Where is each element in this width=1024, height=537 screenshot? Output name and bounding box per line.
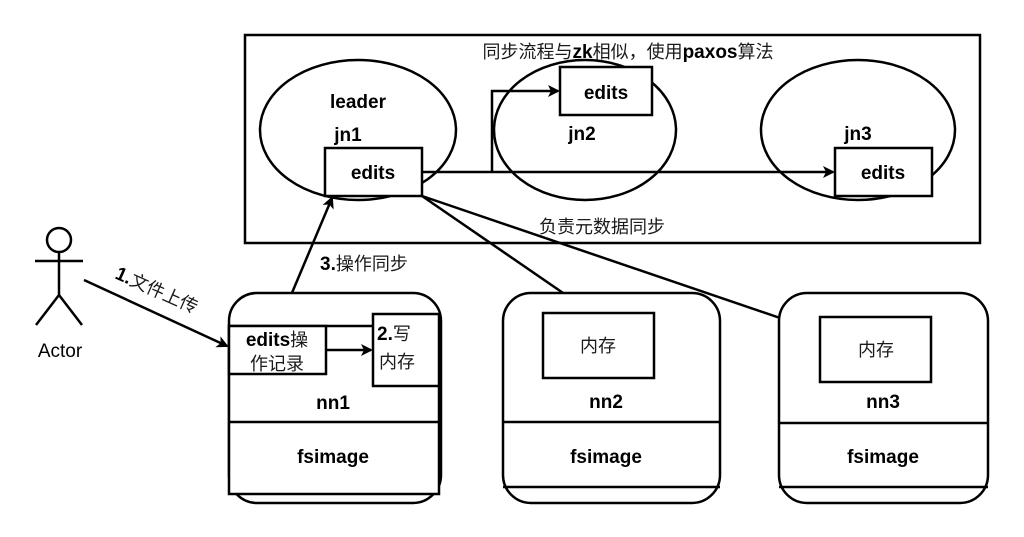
step3-label: 3.操作同步: [320, 254, 408, 275]
cluster-caption: 负责元数据同步: [539, 217, 665, 238]
nn3-memory-box[interactable]: [818, 315, 933, 384]
nn1-edits-label-line1: edits操: [246, 330, 308, 351]
actor-label: Actor: [38, 341, 83, 362]
nn2-memory-box[interactable]: [541, 311, 656, 380]
arrow-jn1-to-nn2: [421, 194, 584, 308]
nn3-label: nn3: [866, 392, 900, 413]
jn1-edits-label: edits: [351, 163, 395, 184]
jn3-edits-label: edits: [861, 163, 905, 184]
nn1-memory-box[interactable]: [371, 312, 441, 388]
jn2-edits-label: edits: [584, 83, 628, 104]
nn1-fsimage-label: fsimage: [297, 447, 369, 468]
nn2-fsimage-label: fsimage: [570, 447, 642, 468]
nn1-label: nn1: [316, 393, 350, 414]
journal-node-jn1[interactable]: leader jn1 edits: [258, 58, 458, 202]
jn2-label: jn2: [567, 124, 595, 145]
jn3-edits-box[interactable]: [833, 146, 934, 198]
cluster-title: 同步流程与zk相似，使用paxos算法: [483, 42, 774, 63]
namenode-nn1[interactable]: edits操 作记录 2.写 内存 nn1 fsimage: [227, 291, 443, 505]
nn3-fsimage-label: fsimage: [847, 447, 919, 468]
nn1-edits-label-line2: 作记录: [250, 354, 304, 375]
namenode-nn2[interactable]: 内存 nn2 fsimage: [501, 291, 722, 505]
namenode-nn3[interactable]: 内存 nn3 fsimage: [777, 291, 990, 505]
step2-label-line1: 2.写: [377, 324, 411, 345]
arrow-jn1-to-nn3: [421, 194, 829, 337]
nn3-memory-label: 内存: [858, 340, 894, 361]
actor-head-icon: [45, 226, 73, 254]
jn2-edits-box[interactable]: [558, 65, 654, 117]
jn1-label: jn1: [333, 125, 362, 146]
arrow-jn1-to-jn2: [490, 85, 560, 172]
jn3-label: jn3: [843, 124, 871, 145]
arrow-upload: [83, 278, 229, 348]
nn2-label: nn2: [589, 392, 623, 413]
journal-cluster-container[interactable]: [243, 33, 982, 245]
leader-label: leader: [330, 92, 387, 113]
nn2-memory-label: 内存: [580, 336, 616, 357]
step2-label-line2: 内存: [379, 352, 415, 373]
journal-node-jn2[interactable]: edits jn2: [492, 58, 678, 202]
actor[interactable]: [35, 226, 83, 326]
journal-node-jn3[interactable]: jn3 edits: [759, 58, 957, 202]
step1-label: 1.文件上传: [112, 263, 201, 318]
jn1-edits-box[interactable]: [323, 146, 424, 198]
